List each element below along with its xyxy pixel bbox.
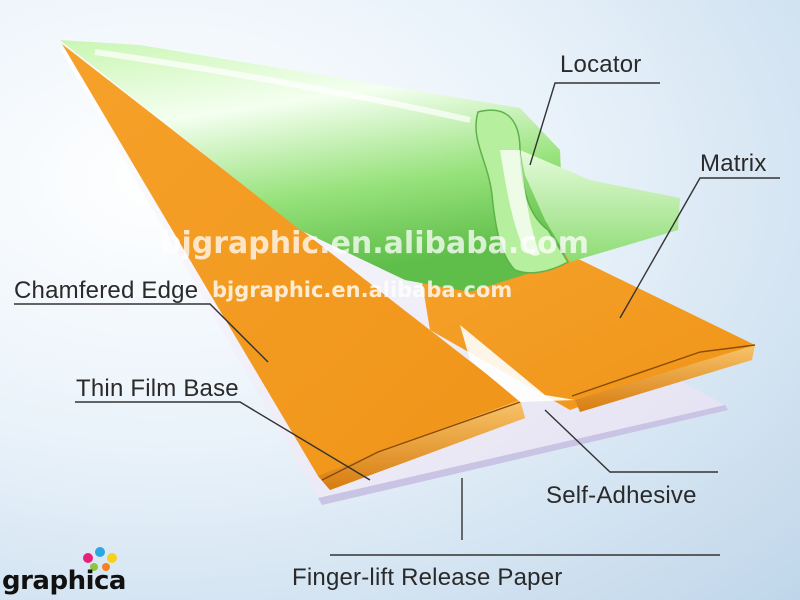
watermark-line-2: bjgraphic.en.alibaba.com [212,278,513,302]
leader-locator [529,82,660,166]
label-locator: Locator [560,51,642,78]
chamfered-edge-left [318,400,525,490]
leader-matrix [619,177,780,319]
release-paper-edge [318,405,728,505]
locator-flange [520,150,680,262]
chamfer-line-left [321,401,521,481]
label-self-adhesive: Self-Adhesive [546,482,697,509]
matrix-strip-left [62,44,525,490]
label-release-paper: Finger-lift Release Paper [292,564,563,591]
logo-text: graphica [2,566,126,596]
leader-self-adhesive [544,409,718,473]
chamfered-edge-right [575,345,755,412]
chamfer-line-right [571,344,756,397]
locator-slot [500,150,540,256]
watermark-line-1: bjgraphic.en.alibaba.com [160,226,589,261]
label-chamfered-edge: Chamfered Edge [14,277,199,304]
label-matrix: Matrix [700,150,767,177]
leader-chamfered-edge [14,303,269,363]
label-thin-film-base: Thin Film Base [76,375,239,402]
logo-mark [83,547,117,571]
locator-highlight [94,49,471,123]
locator-top-surface [60,40,565,292]
leader-thin-film-base [75,401,371,481]
channel-gap [460,325,575,402]
